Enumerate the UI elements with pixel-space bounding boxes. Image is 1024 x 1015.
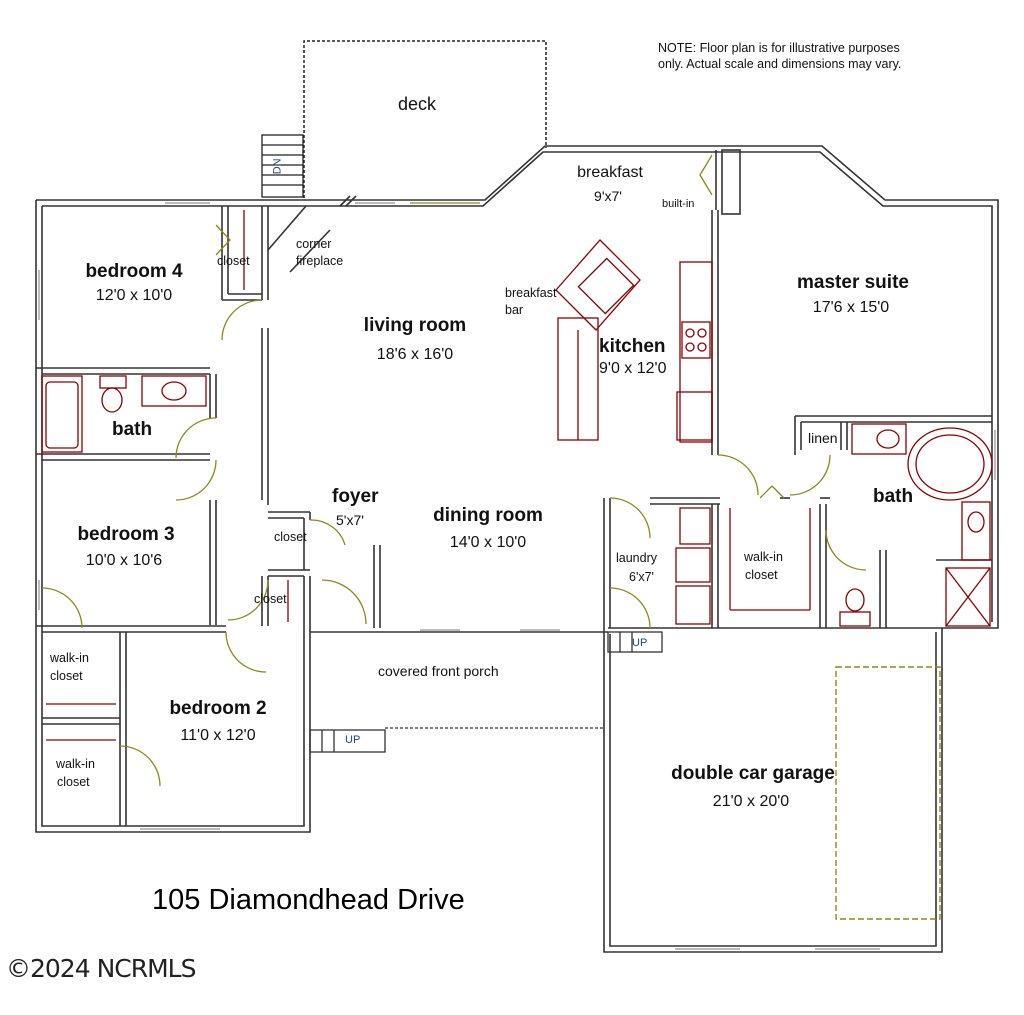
bath-fixtures: [41, 375, 993, 627]
master-suite-dims: 17'6 x 15'0: [812, 299, 890, 316]
interior-walls: [36, 149, 992, 826]
deck-stairs: [261, 134, 304, 198]
deck-label: deck: [398, 94, 437, 114]
bedroom2-walkin-label-1: walk-in: [56, 757, 95, 771]
bedroom3-dims: 10'0 x 10'6: [85, 552, 163, 569]
foyer-label: foyer: [332, 486, 379, 507]
master-bath-label: bath: [873, 486, 914, 507]
master-walkin-label-2: closet: [745, 568, 778, 582]
hall-bath-label: bath: [112, 419, 153, 440]
bedroom3-walkin-label-2: closet: [50, 669, 83, 683]
exterior-walls: [35, 145, 999, 953]
garage-label: double car garage: [671, 763, 835, 784]
kitchen-counters: [555, 239, 713, 443]
foyer-closet-label: closet: [274, 530, 307, 544]
kitchen-label: kitchen: [599, 336, 666, 357]
dining-room-dims: 14'0 x 10'0: [449, 534, 527, 551]
door-swings: [41, 154, 867, 787]
laundry-dims: 6'x7': [629, 570, 654, 584]
garage-door: [835, 666, 941, 920]
breakfast-bar-label-2: bar: [505, 303, 524, 317]
dining-room-label: dining room: [433, 505, 543, 526]
master-walkin-label-1: walk-in: [744, 550, 783, 564]
corner-fireplace-label-1: corner: [296, 237, 332, 251]
bedroom2-dims: 11'0 x 12'0: [180, 727, 256, 744]
mls-watermark: ©2024 NCRMLS: [6, 954, 196, 983]
closet-shelves: [46, 210, 811, 741]
stair-up-label-garage: UP: [632, 637, 648, 649]
bedroom2-walkin-label-2: closet: [57, 775, 90, 789]
bedroom3-walkin-label-1: walk-in: [50, 651, 89, 665]
garage-dims: 21'0 x 20'0: [712, 793, 790, 810]
stair-up-label-porch: UP: [345, 734, 361, 746]
foyer-dims: 5'x7': [336, 512, 364, 528]
laundry-label: laundry: [616, 551, 657, 565]
bedroom4-closet-label: closet: [217, 254, 250, 268]
windows: [38, 202, 996, 950]
breakfast-label: breakfast: [577, 164, 643, 181]
stairs: [309, 631, 663, 753]
stair-down-label-deck: DN: [271, 158, 284, 175]
bedroom4-dims: 12'0 x 10'0: [95, 287, 173, 304]
breakfast-bar-label-1: breakfast: [505, 286, 557, 300]
breakfast-dims: 9'x7': [594, 188, 622, 204]
kitchen-dims: 9'0 x 12'0: [599, 360, 667, 377]
property-address: 105 Diamondhead Drive: [152, 884, 465, 916]
bedroom4-label: bedroom 4: [85, 261, 183, 282]
living-room-dims: 18'6 x 16'0: [376, 346, 454, 363]
built-in-label: built-in: [662, 198, 695, 210]
hall-closet-label: closet: [254, 592, 287, 606]
disclaimer-note: NOTE: Floor plan is for illustrative pur…: [658, 41, 902, 72]
bedroom3-label: bedroom 3: [77, 524, 175, 545]
deck-outline: [303, 40, 547, 198]
bedroom2-label: bedroom 2: [169, 698, 267, 719]
living-room-label: living room: [363, 315, 467, 336]
master-suite-label: master suite: [797, 272, 909, 293]
linen-label: linen: [808, 430, 838, 446]
corner-fireplace-label-2: fireplace: [296, 254, 344, 268]
covered-porch-label: covered front porch: [378, 663, 499, 679]
